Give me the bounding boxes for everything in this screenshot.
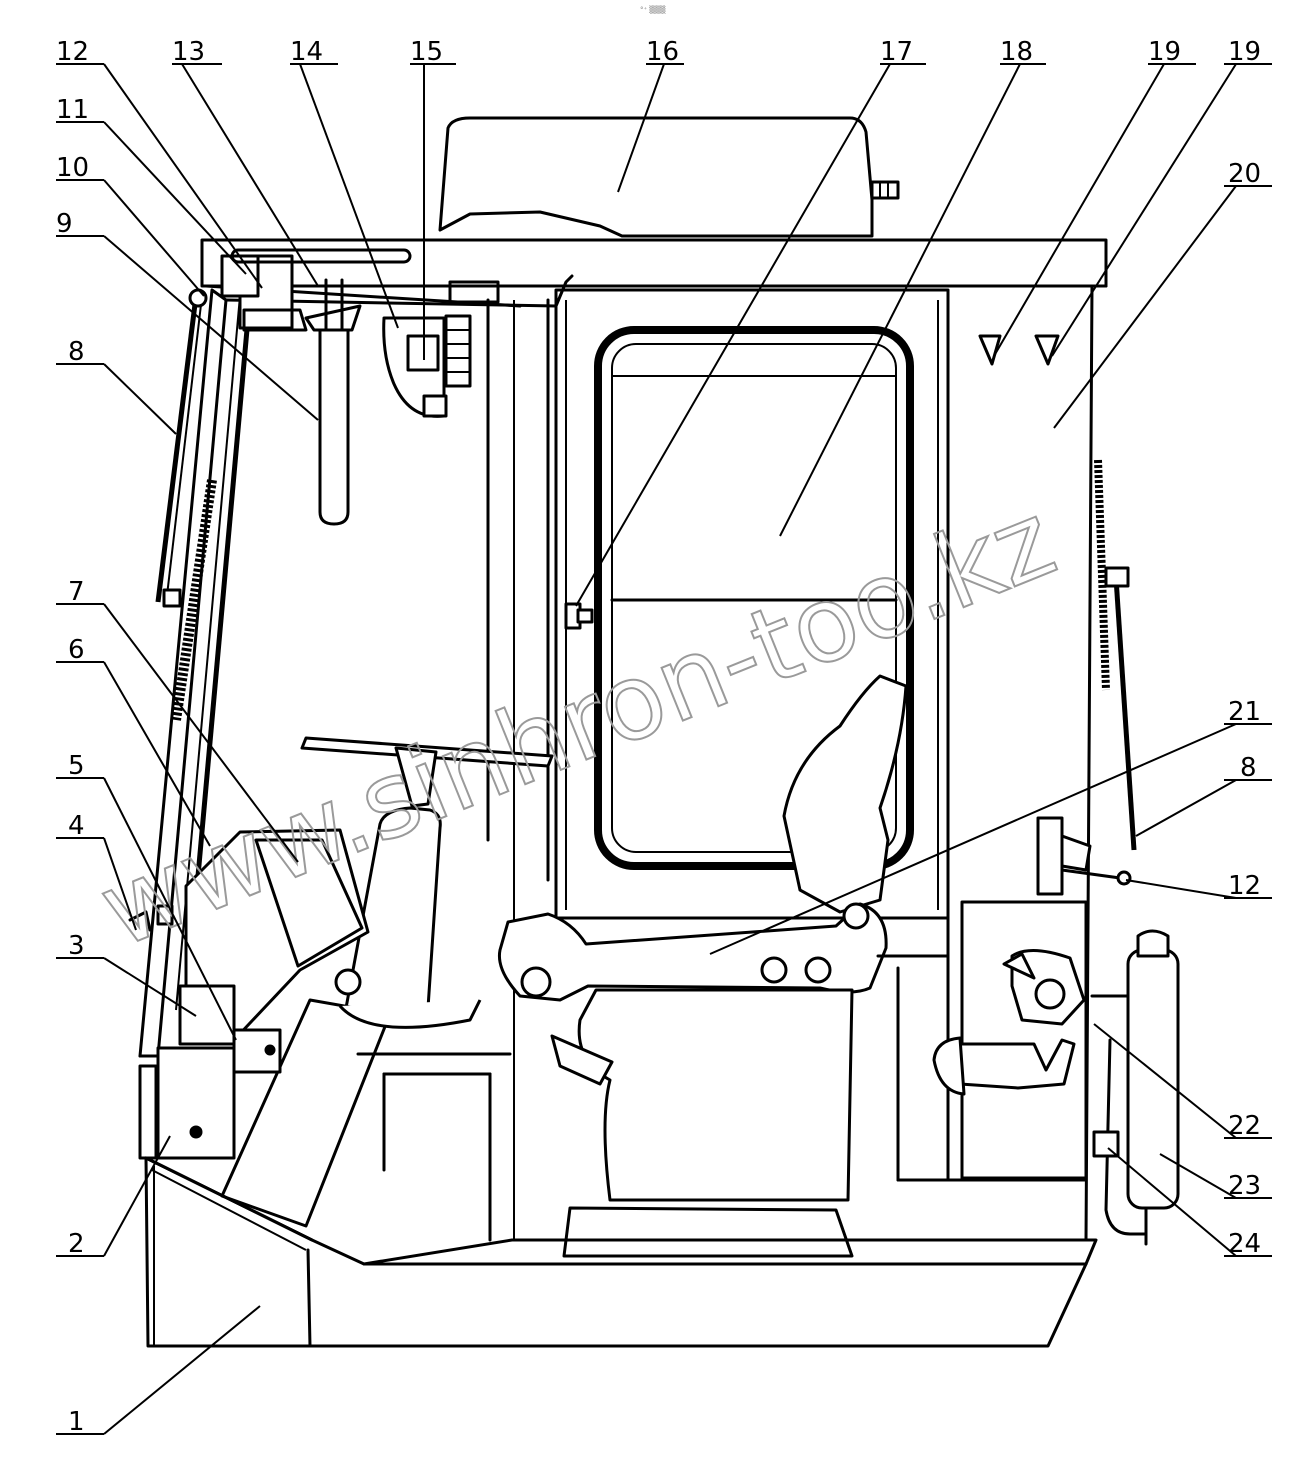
callout-9: 9 xyxy=(56,209,73,239)
sun-visor xyxy=(304,278,362,526)
callout-22: 22 xyxy=(1228,1111,1261,1141)
rear-wiper xyxy=(1094,459,1137,851)
callout-14: 14 xyxy=(290,37,323,67)
callout-5: 5 xyxy=(68,751,85,781)
callout-2: 2 xyxy=(68,1229,85,1259)
callout-19-b: 19 xyxy=(1228,37,1261,67)
leader-lines xyxy=(56,63,1272,1435)
callout-19-a: 19 xyxy=(1148,37,1181,67)
control-column xyxy=(220,998,482,1228)
callout-8-right: 8 xyxy=(1240,753,1257,783)
cab-floor-base xyxy=(144,1156,1098,1348)
callout-3: 3 xyxy=(68,931,85,961)
rear-lamp-bracket xyxy=(1036,816,1132,896)
cab-fan xyxy=(382,314,472,418)
callout-17: 17 xyxy=(880,37,913,67)
callout-24: 24 xyxy=(1228,1229,1261,1259)
callout-4: 4 xyxy=(68,811,85,841)
callout-11: 11 xyxy=(56,95,89,125)
roof-front-fittings xyxy=(220,248,412,332)
steering-wheel xyxy=(300,736,554,1010)
header-mark: °⁺ ▒▒▒ xyxy=(640,5,666,14)
door-window xyxy=(594,326,914,870)
callout-13: 13 xyxy=(172,37,205,67)
left-lower-components xyxy=(128,904,282,1160)
heater-valve xyxy=(932,949,1086,1096)
callout-12-right: 12 xyxy=(1228,871,1261,901)
callout-23: 23 xyxy=(1228,1171,1261,1201)
watermark: www.sinhron-too.kz xyxy=(84,478,1071,971)
callout-15: 15 xyxy=(410,37,443,67)
callout-20: 20 xyxy=(1228,159,1261,189)
washer-bottle xyxy=(1090,929,1180,1246)
callout-8-left: 8 xyxy=(68,337,85,367)
callout-12-left: 12 xyxy=(56,37,89,67)
seat-base-frame xyxy=(356,900,1088,1242)
callout-6: 6 xyxy=(68,635,85,665)
callout-16: 16 xyxy=(646,37,679,67)
callout-10: 10 xyxy=(56,153,89,183)
rear-lamps xyxy=(978,334,1060,366)
operator-seat xyxy=(497,674,908,1258)
callout-18: 18 xyxy=(1000,37,1033,67)
roof-air-conditioner xyxy=(438,116,900,238)
callout-7: 7 xyxy=(68,577,85,607)
door-handle xyxy=(564,602,594,630)
callout-1: 1 xyxy=(68,1407,85,1437)
callout-labels: 12 11 10 9 8 7 6 5 4 3 2 1 13 14 15 16 1… xyxy=(56,37,1261,1437)
left-wiper xyxy=(155,288,217,721)
callout-21: 21 xyxy=(1228,697,1261,727)
